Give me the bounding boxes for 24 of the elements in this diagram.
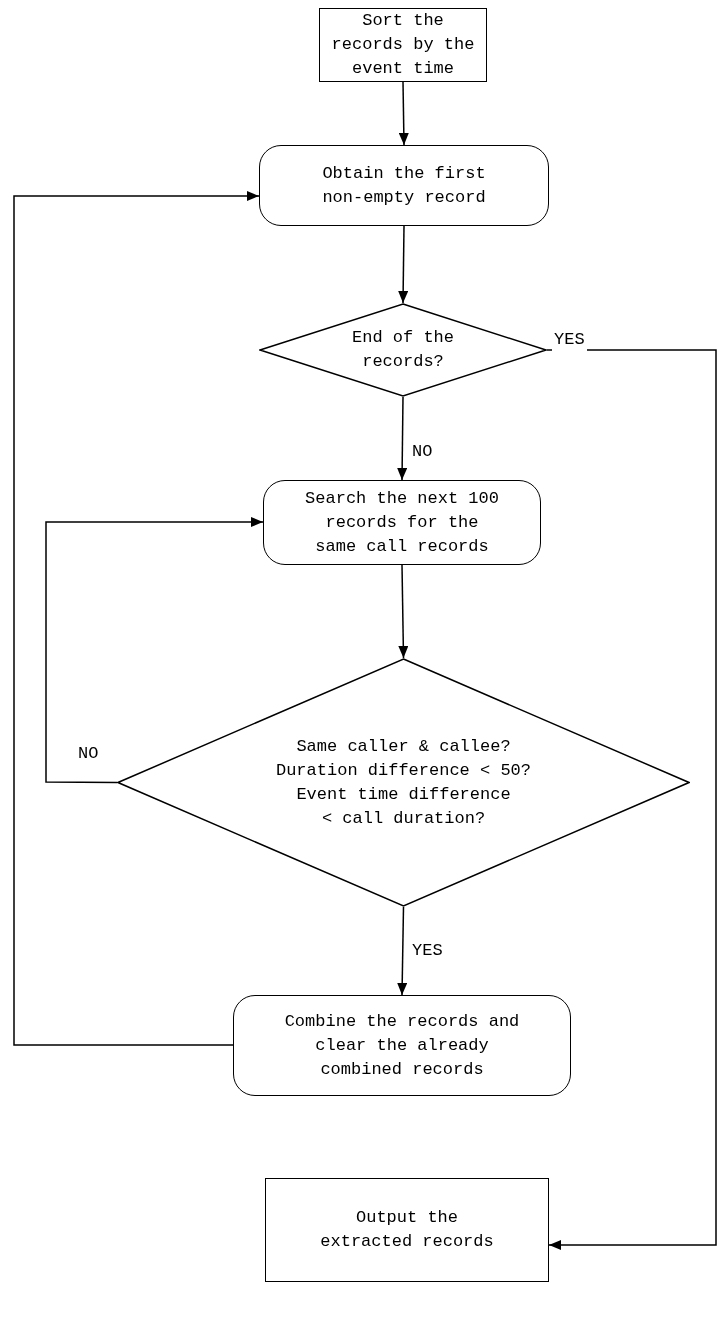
decision-diamond bbox=[117, 658, 690, 907]
node-text: Obtain the first non-empty record bbox=[321, 162, 487, 209]
arrow bbox=[397, 906, 408, 996]
node-text: Combine the records and clear the already combined records bbox=[283, 1010, 521, 1081]
arrow bbox=[398, 81, 409, 146]
node-text: Same caller & callee? bbox=[296, 735, 511, 758]
node-text: Sort the records by the event time bbox=[330, 10, 476, 80]
arrow bbox=[398, 225, 409, 304]
arrow bbox=[13, 191, 260, 1046]
arrow bbox=[398, 564, 409, 659]
arrow bbox=[45, 517, 264, 784]
decision-diamond bbox=[259, 303, 547, 397]
process-box bbox=[319, 8, 487, 82]
node-text: End of the records? bbox=[351, 327, 455, 373]
node-text: Event time difference < call duration? bbox=[295, 783, 512, 830]
process-box bbox=[265, 1178, 549, 1282]
node-text: Duration difference < 50? bbox=[275, 759, 531, 782]
process-box bbox=[263, 480, 541, 565]
process-box bbox=[233, 995, 571, 1096]
arrow bbox=[546, 349, 717, 1250]
process-box bbox=[259, 145, 549, 226]
node-text: Output the extracted records bbox=[319, 1207, 495, 1253]
arrow bbox=[397, 396, 408, 481]
node-text: Search the next 100 records for the same call records bbox=[304, 487, 500, 558]
